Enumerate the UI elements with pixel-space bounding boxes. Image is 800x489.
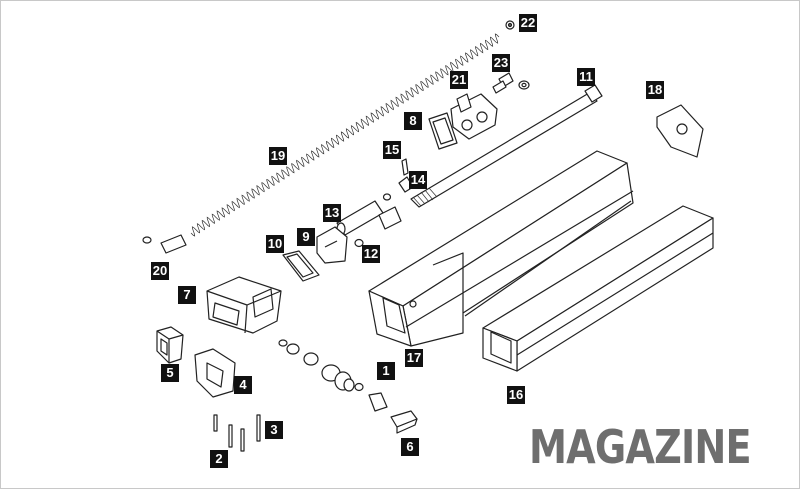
- callout-5[interactable]: 5: [161, 364, 179, 382]
- part-6-block: [390, 410, 418, 434]
- callout-2[interactable]: 2: [210, 450, 228, 468]
- callout-14[interactable]: 14: [409, 171, 427, 189]
- callout-3[interactable]: 3: [265, 421, 283, 439]
- part-5-cube: [156, 326, 184, 364]
- callout-22[interactable]: 22: [519, 14, 537, 32]
- callout-19[interactable]: 19: [269, 147, 287, 165]
- part-19-spring: [190, 33, 500, 237]
- diagram-title: MAGAZINE: [529, 420, 752, 474]
- callout-18[interactable]: 18: [646, 81, 664, 99]
- part-15-pin: [401, 158, 409, 176]
- part-13-tube: [336, 200, 384, 236]
- part-20-pin: [142, 234, 187, 254]
- callout-13[interactable]: 13: [323, 204, 341, 222]
- callout-17[interactable]: 17: [405, 349, 423, 367]
- callout-16[interactable]: 16: [507, 386, 525, 404]
- callout-21[interactable]: 21: [450, 71, 468, 89]
- callout-4[interactable]: 4: [234, 376, 252, 394]
- part-16-shell: [482, 205, 714, 372]
- part-2-pins: [213, 414, 245, 452]
- callout-9[interactable]: 9: [297, 228, 315, 246]
- callout-11[interactable]: 11: [577, 68, 595, 86]
- part-21-follower-head: [450, 93, 498, 140]
- part-3-pin: [256, 414, 261, 442]
- part-7-housing: [206, 276, 282, 334]
- part-22-nut: [505, 20, 515, 30]
- callout-10[interactable]: 10: [266, 235, 284, 253]
- callout-12[interactable]: 12: [362, 245, 380, 263]
- part-8-plate: [428, 112, 458, 150]
- part-9-block: [316, 226, 348, 264]
- callout-7[interactable]: 7: [178, 286, 196, 304]
- part-18-clip: [656, 104, 704, 158]
- part-1-valve: [278, 339, 388, 412]
- callout-15[interactable]: 15: [383, 141, 401, 159]
- part-23-screw: [492, 72, 530, 94]
- part-12-sleeve: [354, 206, 402, 248]
- callout-20[interactable]: 20: [151, 262, 169, 280]
- part-10-plate: [282, 250, 320, 282]
- callout-23[interactable]: 23: [492, 54, 510, 72]
- part-4-latch: [194, 348, 236, 398]
- callout-8[interactable]: 8: [404, 112, 422, 130]
- part-17-body: [368, 150, 634, 347]
- part-11-rod: [410, 84, 603, 208]
- callout-1[interactable]: 1: [377, 362, 395, 380]
- callout-6[interactable]: 6: [401, 438, 419, 456]
